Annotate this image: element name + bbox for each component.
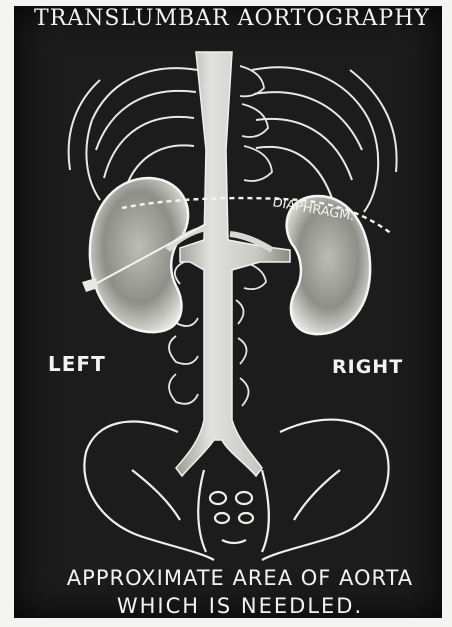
caption-line-1: APPROXIMATE AREA OF AORTA [40,566,440,590]
right-side-label: RIGHT [332,356,403,378]
aorta [168,52,290,476]
left-kidney [90,178,188,332]
left-side-label: LEFT [48,352,106,376]
page-title: TRANSLUMBAR AORTOGRAPHY [22,6,442,31]
caption-line-2: WHICH IS NEEDLED. [40,594,440,618]
